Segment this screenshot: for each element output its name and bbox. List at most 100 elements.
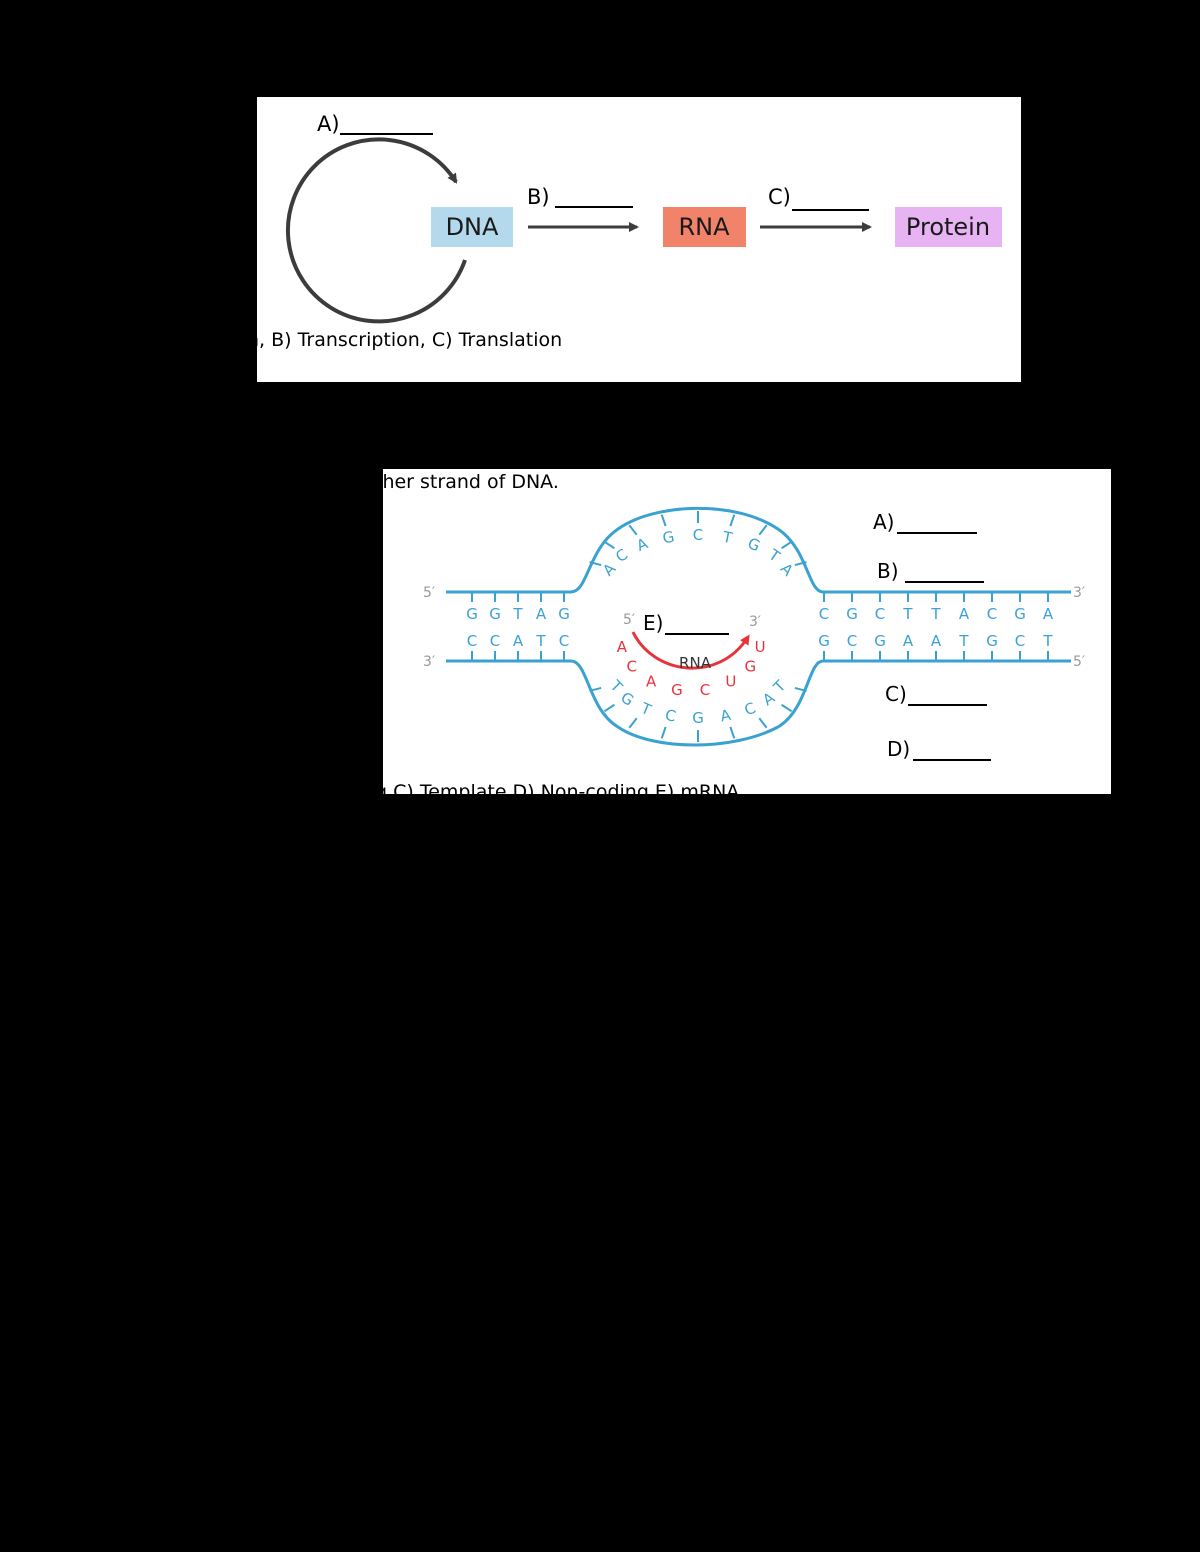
base-letter: A [599, 559, 620, 579]
base-letter: G [558, 605, 570, 623]
five-prime-right: 5′ [1073, 654, 1085, 670]
base-tick [758, 717, 768, 729]
base-tick [794, 686, 807, 692]
answer-caption-2: g C) Template D) Non-coding E) mRNA [383, 781, 740, 794]
label-a: A) [873, 510, 894, 534]
label-d: D) [887, 737, 910, 761]
base-letter: C [847, 632, 857, 650]
answer-caption-1: n, B) Transcription, C) Translation [257, 329, 563, 351]
rna-base-letter: A [646, 673, 657, 691]
three-prime-left: 3′ [423, 654, 435, 670]
base-tick [729, 514, 736, 527]
base-letter: G [661, 528, 676, 548]
base-letter: T [720, 528, 734, 548]
rna-base-letter: A [617, 638, 628, 656]
base-letter: C [664, 706, 678, 726]
base-letter: C [467, 632, 477, 650]
label-e: E) [643, 611, 663, 635]
label-b: B) [877, 559, 899, 583]
base-letter: A [513, 632, 524, 650]
protein-label: Protein [906, 213, 990, 241]
label-c: C) [885, 682, 907, 706]
base-letter: C [875, 605, 885, 623]
base-letter: A [536, 605, 547, 623]
base-letter: A [931, 632, 942, 650]
base-letter: T [1042, 632, 1053, 650]
dna-top-strand [446, 506, 1071, 594]
question-text-fragment: ther strand of DNA. [383, 471, 559, 493]
dna-label: DNA [446, 213, 499, 241]
central-dogma-diagram: A) DNA B) RNA C) Protein [285, 112, 1002, 324]
base-tick [628, 717, 638, 729]
base-letter: C [490, 632, 500, 650]
base-tick [758, 524, 768, 536]
base-letter: T [902, 605, 913, 623]
base-tick [603, 703, 615, 713]
base-tick [660, 726, 667, 739]
base-letter: G [986, 632, 998, 650]
base-letter: C [1015, 632, 1025, 650]
replication-loop-arrow [285, 137, 467, 324]
label-a: A) [317, 112, 340, 136]
base-letter: A [759, 688, 778, 709]
rna-base-letter: U [725, 673, 736, 691]
rna-base-letter: C [700, 681, 710, 699]
rna-box [663, 207, 746, 247]
base-letter: A [634, 534, 651, 555]
three-prime-right: 3′ [1073, 585, 1085, 601]
base-letter: G [617, 688, 637, 709]
rna-label: RNA [679, 654, 712, 672]
base-tick [781, 703, 793, 713]
base-letter: G [745, 534, 763, 555]
base-letter: G [818, 632, 830, 650]
base-letter: A [903, 632, 914, 650]
rna-base-letter: U [755, 638, 766, 656]
base-letter: C [987, 605, 997, 623]
base-letter: C [693, 526, 703, 544]
base-letter: T [765, 545, 784, 566]
base-letter: A [777, 560, 798, 580]
base-letter: C [819, 605, 829, 623]
base-tick [781, 540, 793, 550]
base-letter: C [612, 545, 631, 566]
base-letter: T [958, 632, 969, 650]
base-letter: T [637, 699, 654, 720]
base-letter: T [512, 605, 523, 623]
base-tick [660, 514, 667, 527]
base-letter: G [874, 632, 886, 650]
protein-box [895, 207, 1002, 247]
rna-label: RNA [678, 213, 730, 241]
base-letter: G [489, 605, 501, 623]
label-c: C) [768, 185, 791, 209]
base-tick [628, 524, 638, 536]
central-dogma-figure: A) DNA B) RNA C) Protein n, B) Transcrip… [257, 97, 1021, 382]
base-letter: G [1014, 605, 1026, 623]
base-letter: A [959, 605, 970, 623]
rna-strand [631, 631, 750, 670]
rna-base-letter: C [626, 658, 636, 676]
dna-box [431, 207, 513, 247]
base-letter: T [930, 605, 941, 623]
dna-bottom-strand [446, 659, 1071, 747]
base-tick [794, 561, 807, 567]
base-letter: A [1043, 605, 1054, 623]
base-tick [603, 540, 615, 550]
three-prime-rna: 3′ [749, 614, 761, 630]
base-letter: G [466, 605, 478, 623]
base-letter: A [719, 706, 733, 726]
five-prime-left: 5′ [423, 585, 435, 601]
base-pair-ticks [471, 511, 1049, 742]
base-letter: C [742, 699, 759, 720]
base-letter: G [846, 605, 858, 623]
base-letter: C [559, 632, 569, 650]
base-tick [729, 726, 736, 739]
base-tick [589, 686, 602, 692]
base-tick [589, 561, 602, 567]
label-b: B) [527, 185, 550, 209]
base-letter: G [692, 709, 704, 727]
rna-base-letter: G [671, 681, 683, 699]
